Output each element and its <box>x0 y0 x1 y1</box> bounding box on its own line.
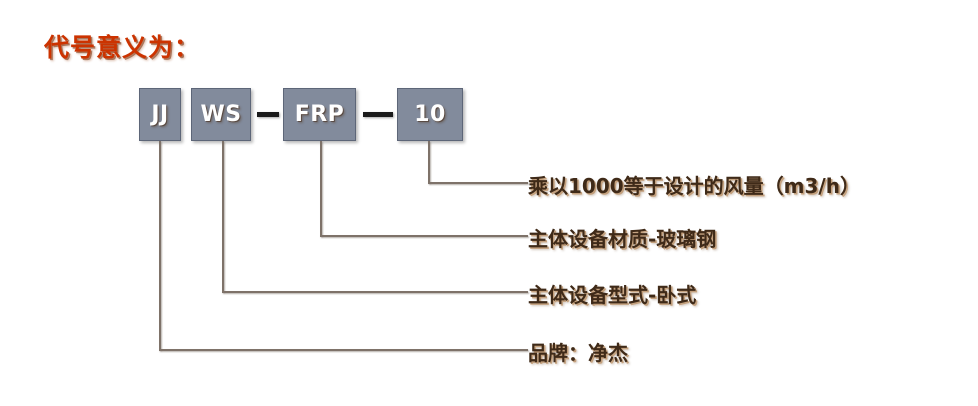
code-box-ws: WS <box>191 88 251 141</box>
leader-horizontal-brand <box>159 349 528 351</box>
leader-horizontal-material <box>320 235 528 237</box>
separator-dash-2 <box>363 112 393 117</box>
leader-horizontal-type <box>222 291 528 293</box>
leader-horizontal-quantity <box>428 182 528 184</box>
separator-dash-1 <box>257 112 279 117</box>
label-material: 主体设备材质-玻璃钢 <box>528 227 717 251</box>
code-box-frp: FRP <box>283 88 356 141</box>
leader-vertical-material <box>320 141 322 236</box>
code-box-quantity: 10 <box>397 88 463 141</box>
leader-vertical-quantity <box>428 141 430 183</box>
code-box-jj: JJ <box>139 88 181 141</box>
leader-vertical-type <box>222 141 224 292</box>
label-brand: 品牌：净杰 <box>528 341 628 365</box>
page-title: 代号意义为： <box>44 33 201 62</box>
label-type: 主体设备型式-卧式 <box>528 283 697 307</box>
label-airflow: 乘以1000等于设计的风量（m3/h） <box>528 174 860 198</box>
leader-vertical-brand <box>159 141 161 350</box>
